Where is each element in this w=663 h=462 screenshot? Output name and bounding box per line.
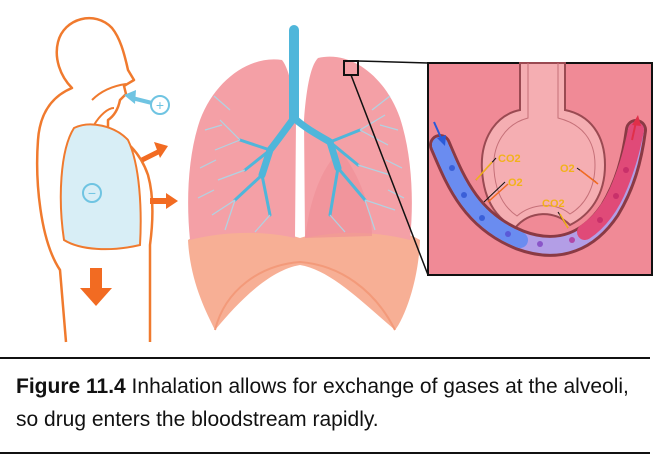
lungs bbox=[188, 25, 420, 331]
alveolus-inset: CO2 O2 O2 CO2 bbox=[427, 62, 653, 276]
expansion-arrow-lower bbox=[150, 193, 178, 209]
co2-label-left: CO2 bbox=[498, 153, 521, 165]
expansion-arrow-upper bbox=[140, 142, 168, 163]
svg-text:+: + bbox=[156, 97, 164, 113]
plus-icon: + bbox=[150, 95, 170, 115]
figure-caption: Figure 11.4 Inhalation allows for exchan… bbox=[16, 370, 646, 436]
inhale-air-arrow bbox=[124, 90, 153, 105]
blood-flow-in-arrow bbox=[433, 121, 446, 146]
o2-label-right: O2 bbox=[560, 163, 575, 175]
caption-text: Inhalation allows for exchange of gases … bbox=[16, 375, 629, 431]
inhalation-diagram: − + bbox=[35, 16, 653, 343]
blood-flow-out-arrow bbox=[631, 115, 641, 141]
human-silhouette bbox=[35, 16, 154, 343]
blood-cells bbox=[449, 165, 629, 247]
caption-bottom-rule bbox=[0, 452, 650, 454]
svg-text:−: − bbox=[88, 185, 96, 201]
zoom-indicator bbox=[343, 60, 429, 276]
minus-icon: − bbox=[82, 183, 102, 203]
o2-label-left: O2 bbox=[508, 177, 523, 189]
caption-top-rule bbox=[0, 357, 650, 359]
figure-number: Figure 11.4 bbox=[16, 375, 126, 398]
co2-label-bottom: CO2 bbox=[542, 198, 565, 210]
diaphragm-down-arrow bbox=[80, 268, 112, 306]
